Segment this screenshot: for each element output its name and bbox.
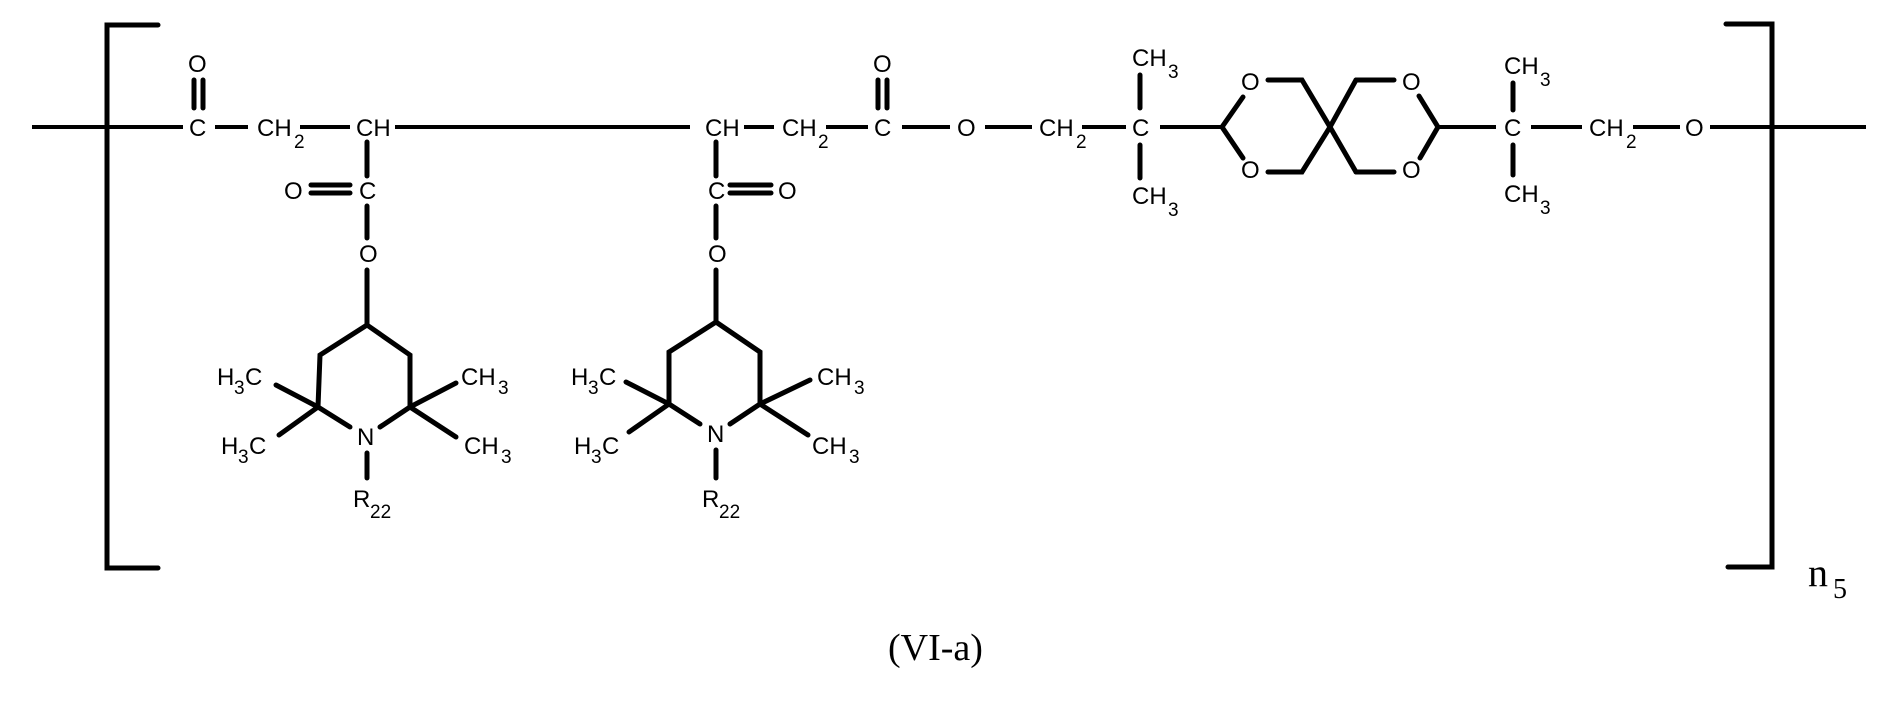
svg-text:C: C (708, 178, 725, 205)
svg-text:CH: CH (464, 433, 499, 460)
svg-text:O: O (778, 178, 797, 205)
svg-text:O: O (188, 51, 207, 78)
svg-text:CH: CH (1589, 115, 1624, 142)
svg-text:O: O (1402, 69, 1421, 96)
svg-text:22: 22 (370, 502, 391, 523)
methine-2: CH (705, 115, 740, 142)
svg-text:CH: CH (782, 115, 817, 142)
svg-text:O: O (1241, 157, 1260, 184)
svg-text:CH: CH (1504, 53, 1539, 80)
ester-oxygen: O (957, 115, 976, 142)
svg-text:CH: CH (356, 115, 391, 142)
svg-text:5: 5 (1833, 574, 1847, 605)
svg-text:C: C (245, 364, 262, 391)
ester-branch-1: C O O (284, 139, 378, 328)
svg-text:3: 3 (238, 447, 249, 468)
svg-text:C: C (189, 115, 206, 142)
svg-text:3: 3 (849, 447, 860, 468)
repeat-count-label: n 5 (1808, 550, 1847, 605)
svg-text:H: H (217, 364, 234, 391)
svg-text:O: O (359, 241, 378, 268)
svg-text:CH: CH (817, 364, 852, 391)
svg-text:3: 3 (1168, 62, 1179, 83)
svg-text:R: R (353, 486, 370, 513)
svg-text:H: H (221, 433, 238, 460)
svg-text:2: 2 (1076, 132, 1087, 153)
svg-text:CH: CH (812, 433, 847, 460)
methylene-1: CH 2 (257, 115, 305, 153)
piperidine-ring-1: N R 22 H 3 C H 3 C CH 3 CH 3 (217, 322, 512, 523)
svg-text:O: O (708, 241, 727, 268)
svg-text:C: C (1132, 115, 1149, 142)
methylene-4: CH 2 (1589, 115, 1637, 153)
svg-text:C: C (599, 364, 616, 391)
svg-text:2: 2 (1626, 132, 1637, 153)
svg-text:H: H (571, 364, 588, 391)
svg-text:C: C (874, 115, 891, 142)
svg-text:O: O (1241, 69, 1260, 96)
svg-text:2: 2 (294, 132, 305, 153)
svg-text:CH: CH (1132, 45, 1167, 72)
svg-text:2: 2 (818, 132, 829, 153)
svg-text:CH: CH (461, 364, 496, 391)
svg-text:C: C (249, 433, 266, 460)
methylene-2: CH 2 (782, 115, 829, 153)
svg-text:CH: CH (1504, 181, 1539, 208)
svg-text:N: N (357, 424, 374, 451)
svg-text:C: C (1504, 115, 1521, 142)
svg-text:H: H (574, 433, 591, 460)
methylene-3: CH 2 (1039, 115, 1087, 153)
spiro-dioxane-ring-system: O O O O (1218, 69, 1441, 184)
svg-text:3: 3 (1540, 198, 1551, 219)
quaternary-carbon-2: C CH 3 CH 3 (1504, 53, 1551, 219)
quaternary-carbon-1: C CH 3 CH 3 (1132, 45, 1179, 221)
svg-text:R: R (702, 486, 719, 513)
svg-text:O: O (1402, 157, 1421, 184)
svg-text:3: 3 (1540, 70, 1551, 91)
compound-label: (VI-a) (888, 627, 983, 669)
carbonyl-2: C O (873, 51, 892, 142)
svg-text:CH: CH (705, 115, 740, 142)
svg-text:O: O (284, 178, 303, 205)
svg-text:CH: CH (257, 115, 292, 142)
svg-text:N: N (707, 421, 724, 448)
svg-text:n: n (1808, 550, 1828, 595)
svg-text:CH: CH (1039, 115, 1074, 142)
svg-text:22: 22 (719, 502, 740, 523)
svg-text:3: 3 (854, 378, 865, 399)
terminal-oxygen: O (1685, 115, 1704, 142)
svg-text:C: C (602, 433, 619, 460)
svg-text:3: 3 (501, 447, 512, 468)
ester-branch-2: C O O (708, 139, 797, 325)
piperidine-ring-2: N R 22 H 3 C H 3 C CH 3 CH 3 (571, 319, 865, 523)
svg-text:O: O (873, 51, 892, 78)
carbonyl-1: C O (188, 51, 207, 142)
svg-text:3: 3 (498, 378, 509, 399)
methine-1: CH (356, 115, 391, 142)
svg-text:3: 3 (234, 378, 245, 399)
right-bracket (1723, 21, 1775, 570)
svg-text:3: 3 (588, 378, 599, 399)
svg-text:3: 3 (591, 447, 602, 468)
svg-text:CH: CH (1132, 183, 1167, 210)
svg-text:C: C (359, 178, 376, 205)
left-bracket (104, 22, 161, 571)
svg-text:3: 3 (1168, 200, 1179, 221)
